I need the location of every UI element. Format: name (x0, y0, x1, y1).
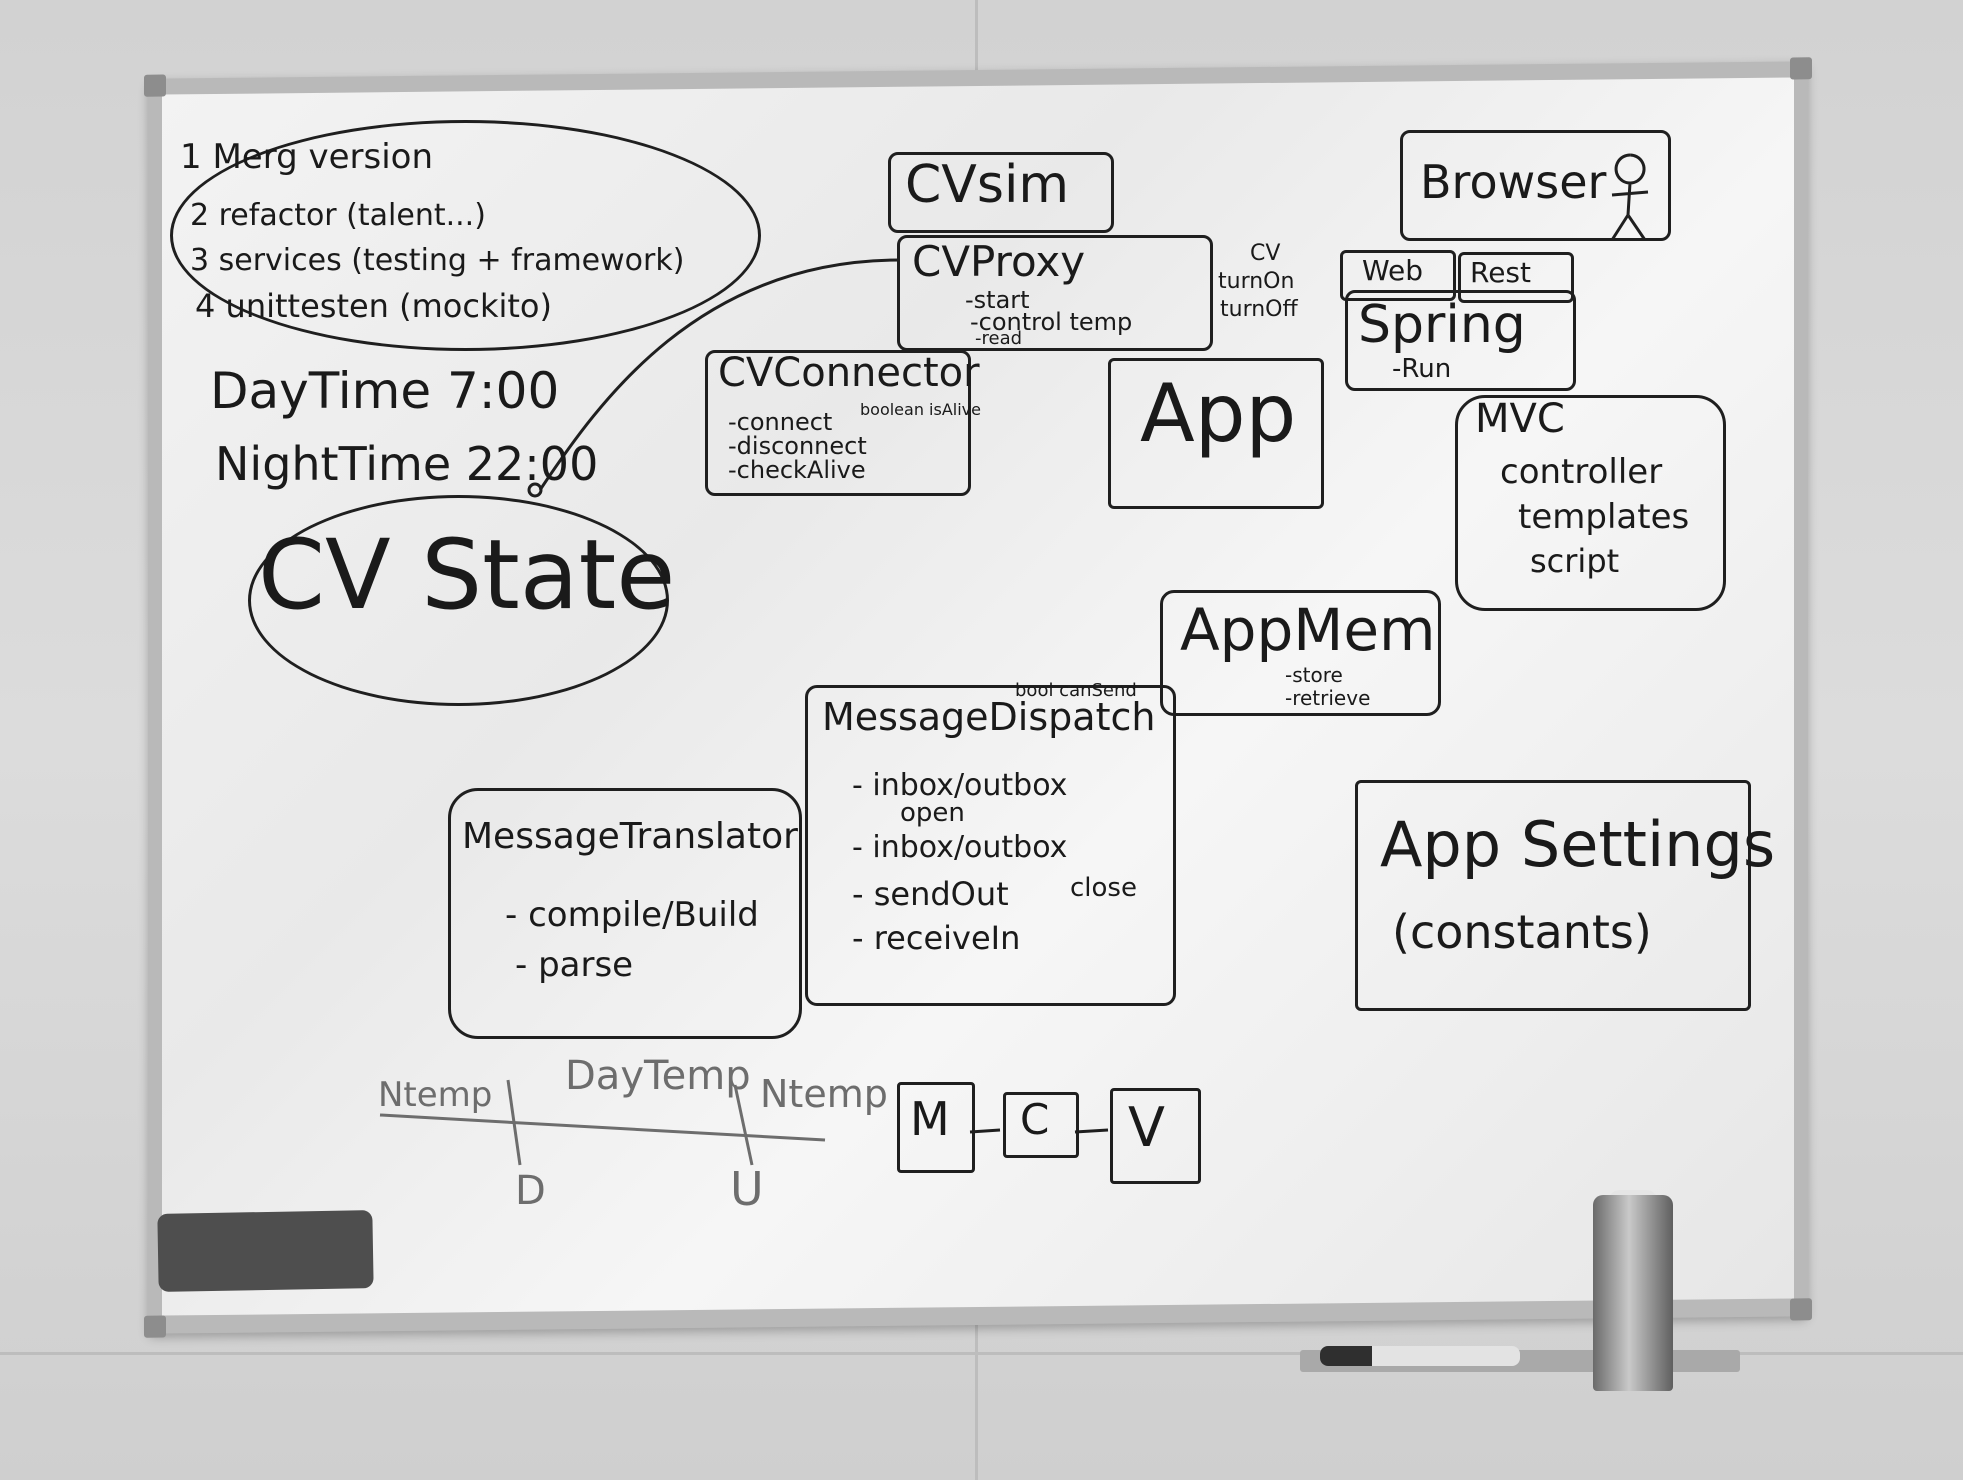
mvc-v-box (1110, 1088, 1201, 1184)
appmem-title: AppMem (1180, 596, 1436, 664)
wall-seam-horizontal (0, 1352, 1963, 1355)
dispatch-item: close (1070, 873, 1137, 903)
todo-item: 2 refactor (talent...) (190, 198, 486, 233)
cvconnector-title: CVConnector (718, 350, 980, 396)
marker-cap (1320, 1346, 1372, 1366)
mvc-box (1455, 395, 1726, 611)
translator-box (448, 788, 802, 1039)
mvc-item: controller (1500, 452, 1663, 492)
todo-item: 3 services (testing + framework) (190, 243, 685, 278)
cvproxy-title: CVProxy (912, 237, 1086, 286)
cvproxy-item: -read (975, 328, 1023, 349)
cvstate-text: CV State (258, 519, 676, 631)
board-corner (1790, 1298, 1812, 1321)
settings-title: App Settings (1380, 808, 1776, 881)
board-corner (144, 1315, 166, 1338)
temp-left: Ntemp (378, 1075, 493, 1115)
dispatch-item: - sendOut (852, 875, 1009, 913)
browser-box (1400, 130, 1671, 241)
translator-item: - compile/Build (505, 895, 759, 935)
cvconnector-item: -disconnect (728, 432, 867, 460)
mvc-item: templates (1518, 497, 1690, 537)
settings-sub: (constants) (1392, 905, 1652, 959)
dispatch-note: bool canSend (1015, 680, 1137, 701)
cvproxy-side: turnOn (1218, 269, 1295, 294)
daytime-text: DayTime 7:00 (210, 362, 560, 420)
temp-up: U (730, 1162, 764, 1216)
rest-text: Rest (1470, 256, 1531, 289)
todo-oval (170, 120, 761, 351)
cvsim-text: CVsim (905, 155, 1070, 215)
dispatch-title: MessageDispatch (822, 695, 1156, 739)
mvc-m-box (897, 1082, 975, 1173)
nighttime-text: NightTime 22:00 (215, 437, 599, 491)
mvc-v-text: V (1128, 1096, 1165, 1159)
temp-down: D (515, 1168, 546, 1214)
browser-text: Browser (1420, 155, 1607, 209)
settings-box (1355, 780, 1751, 1011)
cvsim-box (888, 152, 1114, 233)
cvproxy-box (897, 235, 1213, 351)
dispatch-item: - receiveIn (852, 919, 1021, 957)
spring-title: Spring (1358, 295, 1526, 355)
cvproxy-item: -start (965, 286, 1030, 314)
cvconnector-item: -checkAlive (728, 456, 866, 484)
cvconnector-note: boolean isAlive (860, 400, 981, 419)
temp-right: Ntemp (760, 1072, 888, 1116)
todo-item: 1 Merg version (180, 137, 433, 177)
app-box (1108, 358, 1324, 509)
cvconnector-box (705, 350, 971, 496)
mvc-item: script (1530, 542, 1620, 580)
dispatch-item: - inbox/outbox (852, 830, 1068, 865)
mvc-m-text: M (910, 1092, 950, 1146)
cvproxy-item: -control temp (970, 308, 1133, 336)
appmem-item: -retrieve (1285, 686, 1371, 710)
todo-item: 4 unittesten (mockito) (195, 287, 552, 325)
temp-middle: DayTemp (565, 1053, 751, 1099)
web-box (1340, 250, 1456, 301)
cvproxy-side: turnOff (1220, 297, 1298, 322)
dispatch-item: open (900, 798, 965, 828)
board-corner (1790, 57, 1812, 80)
rest-box (1458, 252, 1574, 303)
dispatch-box (805, 685, 1176, 1006)
spring-sub: -Run (1392, 354, 1452, 384)
translator-title: MessageTranslator (462, 816, 798, 857)
mvc-title: MVC (1475, 396, 1565, 442)
appmem-box (1160, 590, 1441, 716)
web-text: Web (1362, 254, 1424, 287)
cleaning-spray-can (1593, 1195, 1673, 1391)
mvc-c-text: C (1020, 1095, 1050, 1144)
app-text: App (1140, 367, 1297, 460)
translator-item: - parse (515, 945, 634, 985)
board-eraser (157, 1210, 374, 1292)
mvc-c-box (1003, 1092, 1079, 1158)
cvproxy-side: CV (1250, 241, 1281, 266)
appmem-item: -store (1285, 663, 1343, 687)
cvstate-oval (248, 495, 669, 706)
board-corner (144, 74, 166, 97)
spring-box (1345, 290, 1576, 391)
cvconnector-item: -connect (728, 408, 833, 436)
dispatch-item: - inbox/outbox (852, 768, 1068, 803)
